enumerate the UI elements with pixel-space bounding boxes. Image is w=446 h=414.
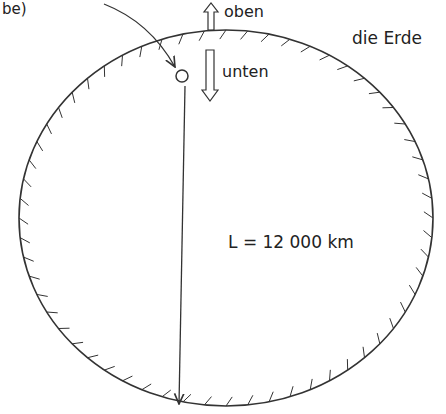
- hatch-stroke: [418, 175, 428, 179]
- hatch-stroke: [354, 78, 365, 81]
- hatch-stroke: [179, 34, 183, 44]
- direction-label: oben: [224, 2, 264, 21]
- hatch-stroke: [220, 30, 226, 39]
- hatch-stroke: [87, 355, 98, 358]
- hatch-stroke: [59, 107, 63, 117]
- hatch-stroke: [20, 198, 28, 205]
- diameter-arrow: [179, 86, 185, 404]
- hatch-stroke: [241, 31, 248, 39]
- up-arrow: [204, 3, 218, 30]
- hatch-stroke: [424, 212, 433, 218]
- hatch-stroke: [329, 370, 331, 381]
- hatch-stroke: [261, 34, 269, 42]
- hatch-stroke: [382, 107, 393, 108]
- surface-hatching: [19, 30, 433, 406]
- probe-circle: [176, 70, 188, 82]
- hatch-stroke: [394, 123, 405, 125]
- hatch-stroke: [347, 359, 348, 370]
- hatch-stroke: [37, 142, 43, 151]
- dimension-label: L = 12 000 km: [228, 232, 354, 252]
- hatch-stroke: [337, 66, 347, 70]
- hatch-stroke: [199, 31, 204, 41]
- hatch-stroke: [142, 384, 151, 390]
- hatch-stroke: [421, 249, 429, 257]
- earth-outline: [19, 30, 433, 406]
- hatch-stroke: [363, 347, 364, 358]
- hatch-stroke: [301, 46, 310, 52]
- hatch-stroke: [320, 55, 330, 60]
- direction-label: unten: [222, 62, 269, 81]
- hatch-stroke: [24, 257, 34, 261]
- hatch-stroke: [183, 394, 191, 402]
- hatch-stroke: [59, 328, 70, 329]
- hatch-stroke: [290, 386, 293, 397]
- hatch-stroke: [390, 318, 394, 328]
- hatch-stroke: [29, 276, 40, 279]
- hatch-stroke: [377, 333, 380, 344]
- hatch-stroke: [72, 342, 83, 343]
- planet-label: die Erde: [352, 28, 422, 48]
- hatch-stroke: [248, 395, 253, 405]
- hatch-stroke: [47, 312, 58, 314]
- hatch-stroke: [412, 157, 423, 160]
- hatch-stroke: [123, 376, 133, 381]
- hatch-stroke: [19, 218, 28, 224]
- hatch-stroke: [423, 231, 431, 238]
- hatch-stroke: [104, 66, 105, 77]
- hatch-stroke: [204, 397, 211, 405]
- hatch-stroke: [401, 302, 406, 312]
- hatch-stroke: [404, 140, 415, 142]
- hatch-stroke: [24, 179, 32, 187]
- hatch-stroke: [87, 78, 88, 89]
- hatch-stroke: [409, 285, 415, 294]
- hatch-stroke: [20, 238, 30, 243]
- hatch-stroke: [226, 397, 232, 406]
- hatch-stroke: [269, 392, 273, 402]
- hatch-stroke: [416, 267, 423, 276]
- hatch-stroke: [422, 193, 432, 198]
- hatch-stroke: [37, 294, 48, 296]
- hatch-stroke: [47, 124, 52, 134]
- hatch-stroke: [29, 160, 36, 169]
- hatch-stroke: [369, 92, 380, 93]
- hatch-stroke: [310, 379, 312, 390]
- hatch-stroke: [140, 46, 142, 57]
- hatch-stroke: [72, 92, 75, 103]
- probe-label: be): [2, 0, 27, 18]
- hatch-stroke: [104, 366, 114, 370]
- hatch-stroke: [281, 39, 290, 46]
- hatch-stroke: [121, 55, 123, 66]
- down-arrow: [202, 50, 218, 101]
- pointer-arrow: [104, 4, 175, 67]
- hatch-stroke: [162, 390, 171, 397]
